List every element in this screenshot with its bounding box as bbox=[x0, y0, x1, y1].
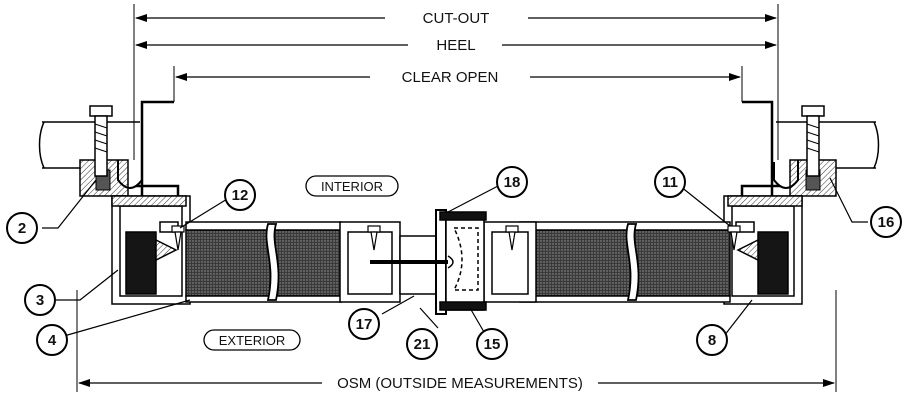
clamp-right bbox=[773, 105, 837, 197]
svg-text:4: 4 bbox=[48, 332, 57, 349]
callout-21: 21 bbox=[406, 328, 438, 360]
roof-deck-right bbox=[776, 121, 880, 169]
callout-18: 18 bbox=[496, 166, 528, 198]
callout-11: 11 bbox=[654, 166, 686, 198]
svg-text:2: 2 bbox=[18, 220, 26, 237]
break-lines bbox=[265, 223, 640, 301]
callout-3: 3 bbox=[24, 284, 56, 316]
leader-lines bbox=[42, 177, 868, 337]
screws bbox=[171, 225, 741, 251]
callout-4: 4 bbox=[36, 324, 68, 356]
svg-text:21: 21 bbox=[414, 336, 431, 353]
svg-text:3: 3 bbox=[36, 292, 44, 309]
curb-angle-right bbox=[740, 100, 780, 200]
cut-out-label: CUT-OUT bbox=[423, 10, 490, 27]
frame-right bbox=[723, 195, 803, 305]
exterior-zone-label: EXTERIOR bbox=[203, 329, 301, 351]
callout-15: 15 bbox=[476, 328, 508, 360]
callout-8: 8 bbox=[696, 324, 728, 356]
heel-label: HEEL bbox=[436, 37, 475, 54]
clamp-left bbox=[79, 105, 143, 197]
dimension-lines bbox=[78, 14, 835, 387]
svg-text:16: 16 bbox=[878, 214, 895, 231]
mullion-left bbox=[339, 221, 401, 303]
svg-text:12: 12 bbox=[232, 187, 249, 204]
panel-left bbox=[185, 221, 342, 303]
svg-text:18: 18 bbox=[504, 174, 521, 191]
interior-label: INTERIOR bbox=[321, 179, 383, 194]
extension-lines bbox=[76, 4, 837, 392]
exterior-label: EXTERIOR bbox=[219, 333, 285, 348]
curb-angle-left bbox=[136, 100, 180, 200]
callout-12: 12 bbox=[224, 179, 256, 211]
clear-open-label: CLEAR OPEN bbox=[402, 69, 499, 86]
mullion-right bbox=[483, 221, 537, 303]
panel-right bbox=[519, 221, 731, 303]
interior-zone-label: INTERIOR bbox=[305, 175, 399, 197]
callout-2: 2 bbox=[6, 212, 38, 244]
callout-17: 17 bbox=[348, 308, 380, 340]
callout-16: 16 bbox=[870, 206, 902, 238]
svg-text:11: 11 bbox=[662, 174, 678, 191]
frame-left bbox=[111, 195, 191, 305]
osm-label: OSM (OUTSIDE MEASUREMENTS) bbox=[337, 375, 583, 392]
mullion-center bbox=[370, 209, 487, 315]
svg-text:15: 15 bbox=[484, 336, 501, 353]
svg-text:8: 8 bbox=[708, 332, 716, 349]
svg-text:17: 17 bbox=[356, 316, 373, 333]
